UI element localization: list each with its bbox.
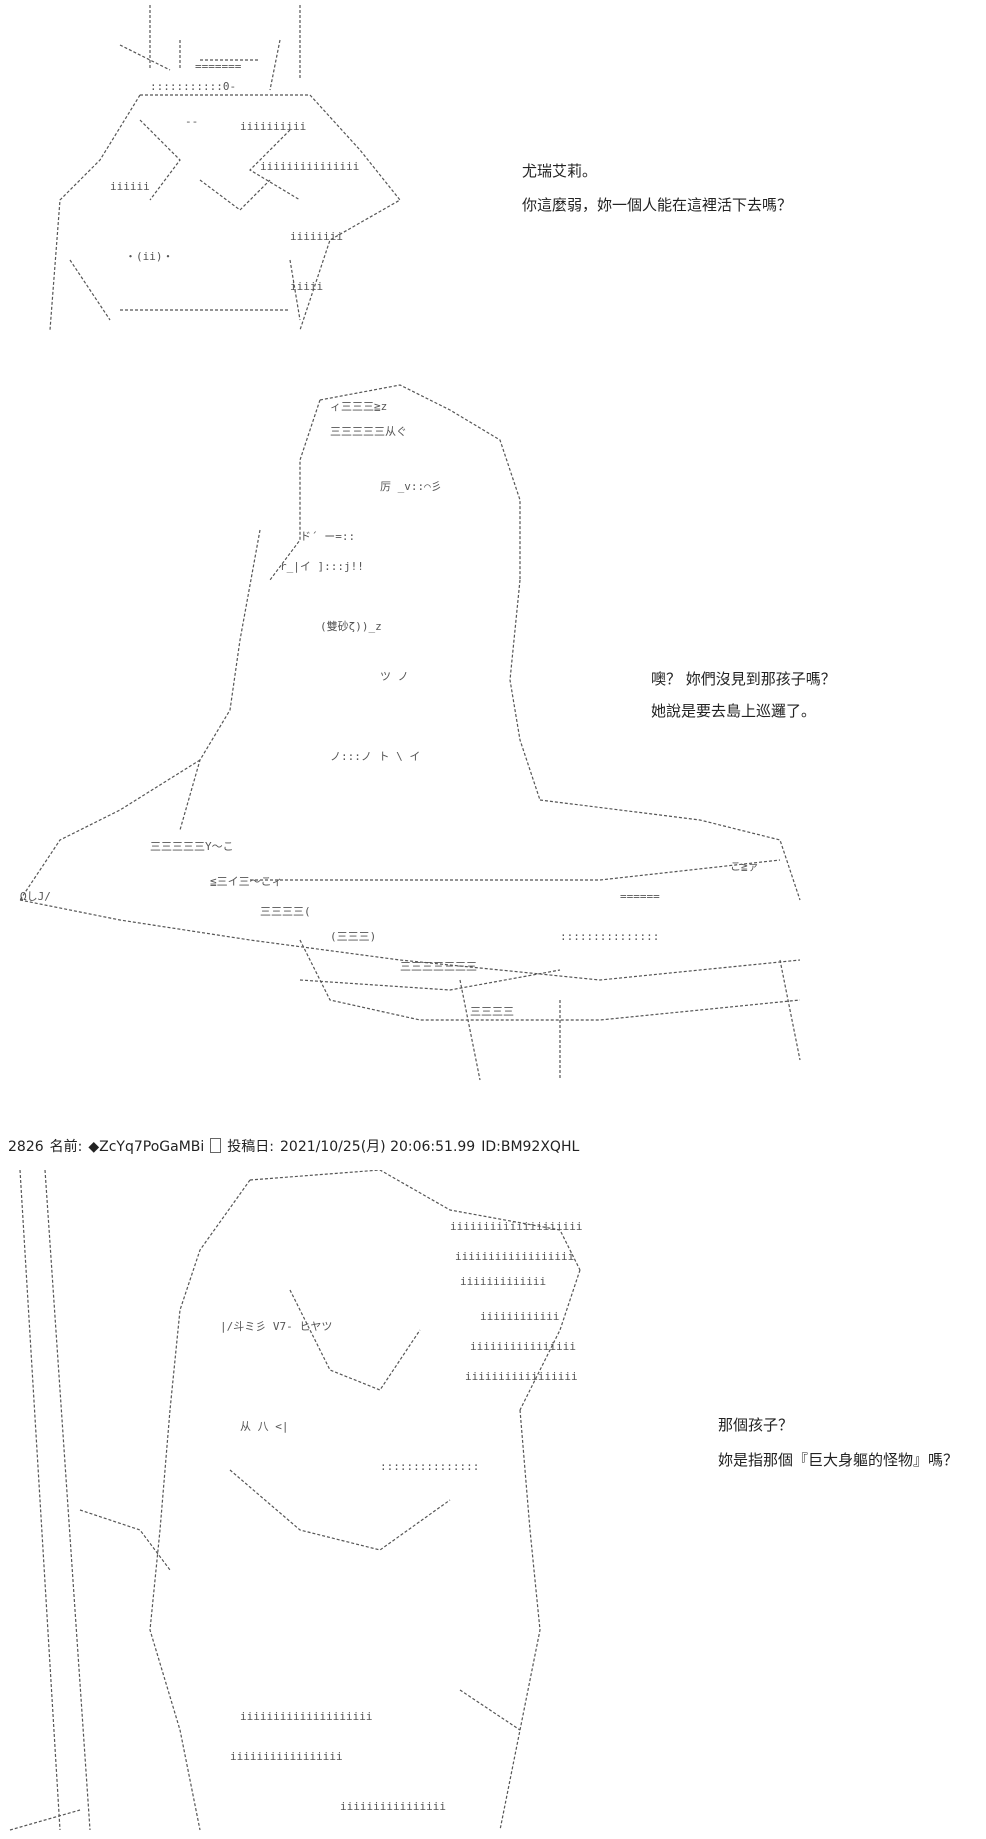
svg-text:iiiiiiiiiiiiiii: iiiiiiiiiiiiiii <box>260 160 359 173</box>
svg-text:从 八 <|: 从 八 <| <box>240 1420 289 1433</box>
date-label: 投稿日: <box>227 1139 274 1155</box>
svg-text:ツ ノ: ツ ノ <box>380 670 409 683</box>
ascii-art-figure-3: iiiiiiiiiiiiiiiiiiii iiiiiiiiiiiiiiiiii … <box>9 1170 582 1831</box>
svg-text:iiiiiiiiiiiiiiiiiiii: iiiiiiiiiiiiiiiiiiii <box>240 1710 372 1723</box>
svg-text:ィ三三三≧z: ィ三三三≧z <box>330 400 387 413</box>
svg-text:三三三三三从ぐ: 三三三三三从ぐ <box>330 425 407 438</box>
svg-text::::::::::::0-: :::::::::::0- <box>150 80 236 93</box>
svg-text:三三三三三三三: 三三三三三三三 <box>400 960 477 973</box>
svg-text:ΩしJ/: ΩしJ/ <box>20 890 51 903</box>
svg-text:iiiii: iiiii <box>290 280 323 293</box>
svg-text:iiiiiiii: iiiiiiii <box>290 230 343 243</box>
svg-text:=======: ======= <box>195 60 242 73</box>
svg-text:iiiiiiiiiiiiiiiiiiii: iiiiiiiiiiiiiiiiiiii <box>450 1220 582 1233</box>
svg-text:・(ii)・: ・(ii)・ <box>125 250 174 263</box>
svg-text:iiiiiiiiiiii: iiiiiiiiiiii <box>480 1310 559 1323</box>
svg-text:======: ====== <box>620 890 660 903</box>
svg-text:三三三三三Y〜こ: 三三三三三Y〜こ <box>150 840 234 853</box>
svg-text:三三三三: 三三三三 <box>470 1005 514 1018</box>
svg-text:iiiiiiiiii: iiiiiiiiii <box>240 120 306 133</box>
svg-text:(雙砂ζ))_z: (雙砂ζ))_z <box>320 620 382 633</box>
caption-line-2: 你這麼弱，妳一個人能在這裡活下去嗎？ <box>522 196 793 214</box>
svg-text:ノ:::ノ ト \ イ: ノ:::ノ ト \ イ <box>330 750 420 763</box>
post-date: 2021/10/25(月) 20:06:51.99 <box>280 1139 476 1155</box>
svg-text:iiiiiiiiiiiiiiii: iiiiiiiiiiiiiiii <box>340 1800 446 1813</box>
post-id: ID:BM92XQHL <box>481 1139 580 1155</box>
svg-text:r_|イ ]:::j!!: r_|イ ]:::j!! <box>280 560 364 573</box>
panel-3: iiiiiiiiiiiiiiiiiiii iiiiiiiiiiiiiiiiii … <box>0 1170 986 1839</box>
poster-name[interactable]: ◆ZcYq7PoGaMBi <box>88 1139 205 1155</box>
svg-text:ド´ ー=::: ド´ ー=:: <box>300 530 355 543</box>
ascii-art-figure-1: ======= :::::::::::0- -- iiiiiiiiii iiii… <box>49 5 401 331</box>
panel-1: ======= :::::::::::0- -- iiiiiiiiii iiii… <box>0 0 986 345</box>
svg-text:厉 _v::⌒彡: 厉 _v::⌒彡 <box>380 480 442 493</box>
caption-line-2: 她說是要去島上巡邏了。 <box>651 702 817 720</box>
svg-text:iiiiiiiiiiiii: iiiiiiiiiiiii <box>460 1275 546 1288</box>
svg-text:iiiiiiiiiiiiiiii: iiiiiiiiiiiiiiii <box>470 1340 576 1353</box>
svg-text:iiiiii: iiiiii <box>110 180 150 193</box>
ascii-art-figure-2: ィ三三三≧z 三三三三三从ぐ 厉 _v::⌒彡 ド´ ー=:: r_|イ ]::… <box>19 384 801 1081</box>
caption-line-1: 尤瑞艾莉。 <box>522 162 598 180</box>
svg-text::::::::::::::::: ::::::::::::::: <box>560 930 659 943</box>
post-header: 2826 名前: ◆ZcYq7PoGaMBi 投稿日: 2021/10/25(月) 20… <box>8 1138 585 1156</box>
panel-2: ィ三三三≧z 三三三三三从ぐ 厉 _v::⌒彡 ド´ ー=:: r_|イ ]::… <box>0 380 986 1115</box>
placeholder-glyph-icon <box>210 1138 222 1153</box>
svg-text:こ≧ァ: こ≧ァ <box>730 860 759 873</box>
svg-text:三三三三(: 三三三三( <box>260 905 311 918</box>
caption-line-1: 那個孩子？ <box>718 1416 794 1434</box>
svg-text:≦三イ三〜こィ: ≦三イ三〜こィ <box>210 875 283 888</box>
svg-text:iiiiiiiiiiiiiiiii: iiiiiiiiiiiiiiiii <box>230 1750 343 1763</box>
svg-text:--: -- <box>185 115 198 128</box>
caption-line-2: 妳是指那個『巨大身軀的怪物』嗎？ <box>718 1451 959 1469</box>
svg-text:(三三三): (三三三) <box>330 930 376 943</box>
svg-text::::::::::::::::: ::::::::::::::: <box>380 1460 479 1473</box>
svg-text:iiiiiiiiiiiiiiiii: iiiiiiiiiiiiiiiii <box>465 1370 578 1383</box>
svg-text:iiiiiiiiiiiiiiiiii: iiiiiiiiiiiiiiiiii <box>455 1250 574 1263</box>
post-number: 2826 <box>8 1139 44 1155</box>
svg-text:|/斗ミ彡 V7- ヒヤツ: |/斗ミ彡 V7- ヒヤツ <box>220 1320 332 1333</box>
name-label: 名前: <box>49 1139 83 1155</box>
caption-line-1: 噢？ 妳們沒見到那孩子嗎？ <box>651 670 836 688</box>
